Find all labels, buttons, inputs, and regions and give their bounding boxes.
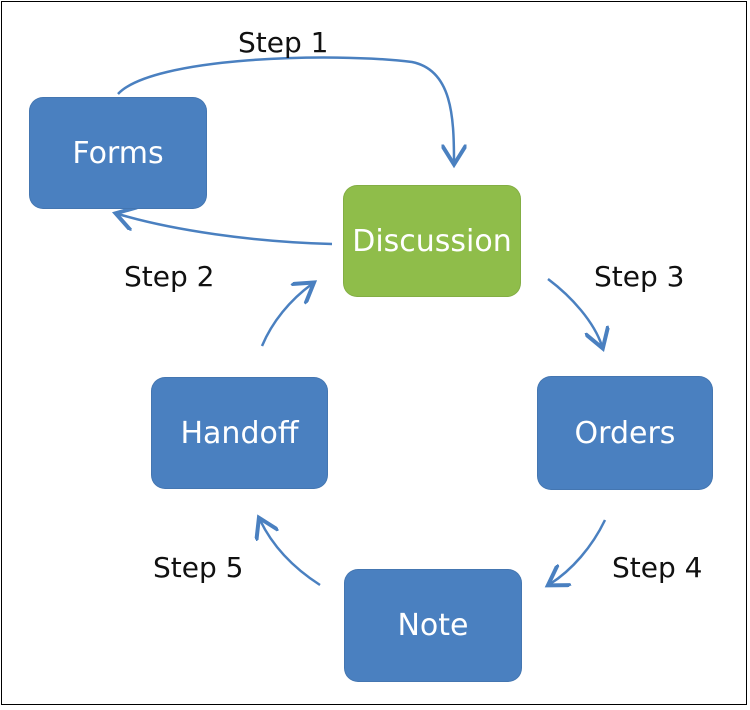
node-note: Note xyxy=(344,569,522,682)
arrow-step3 xyxy=(547,278,602,346)
arrow-step2 xyxy=(118,214,333,246)
step5-label: Step 5 xyxy=(153,551,244,584)
node-handoff: Handoff xyxy=(151,377,328,489)
arrow-handoff-to-discussion xyxy=(260,284,312,347)
step2-label: Step 2 xyxy=(124,260,215,293)
node-discussion-label: Discussion xyxy=(352,223,512,259)
node-handoff-label: Handoff xyxy=(180,415,299,451)
arrow-step5 xyxy=(260,520,321,587)
node-discussion: Discussion xyxy=(343,185,521,297)
node-orders: Orders xyxy=(537,376,713,490)
node-orders-label: Orders xyxy=(574,415,676,451)
step4-label: Step 4 xyxy=(612,551,703,584)
node-note-label: Note xyxy=(397,608,469,643)
step3-label: Step 3 xyxy=(594,260,685,293)
step1-label: Step 1 xyxy=(238,26,329,59)
node-forms: Forms xyxy=(29,97,207,209)
node-forms-label: Forms xyxy=(72,135,164,171)
arrow-step1 xyxy=(117,56,454,162)
arrow-step4 xyxy=(550,519,607,584)
